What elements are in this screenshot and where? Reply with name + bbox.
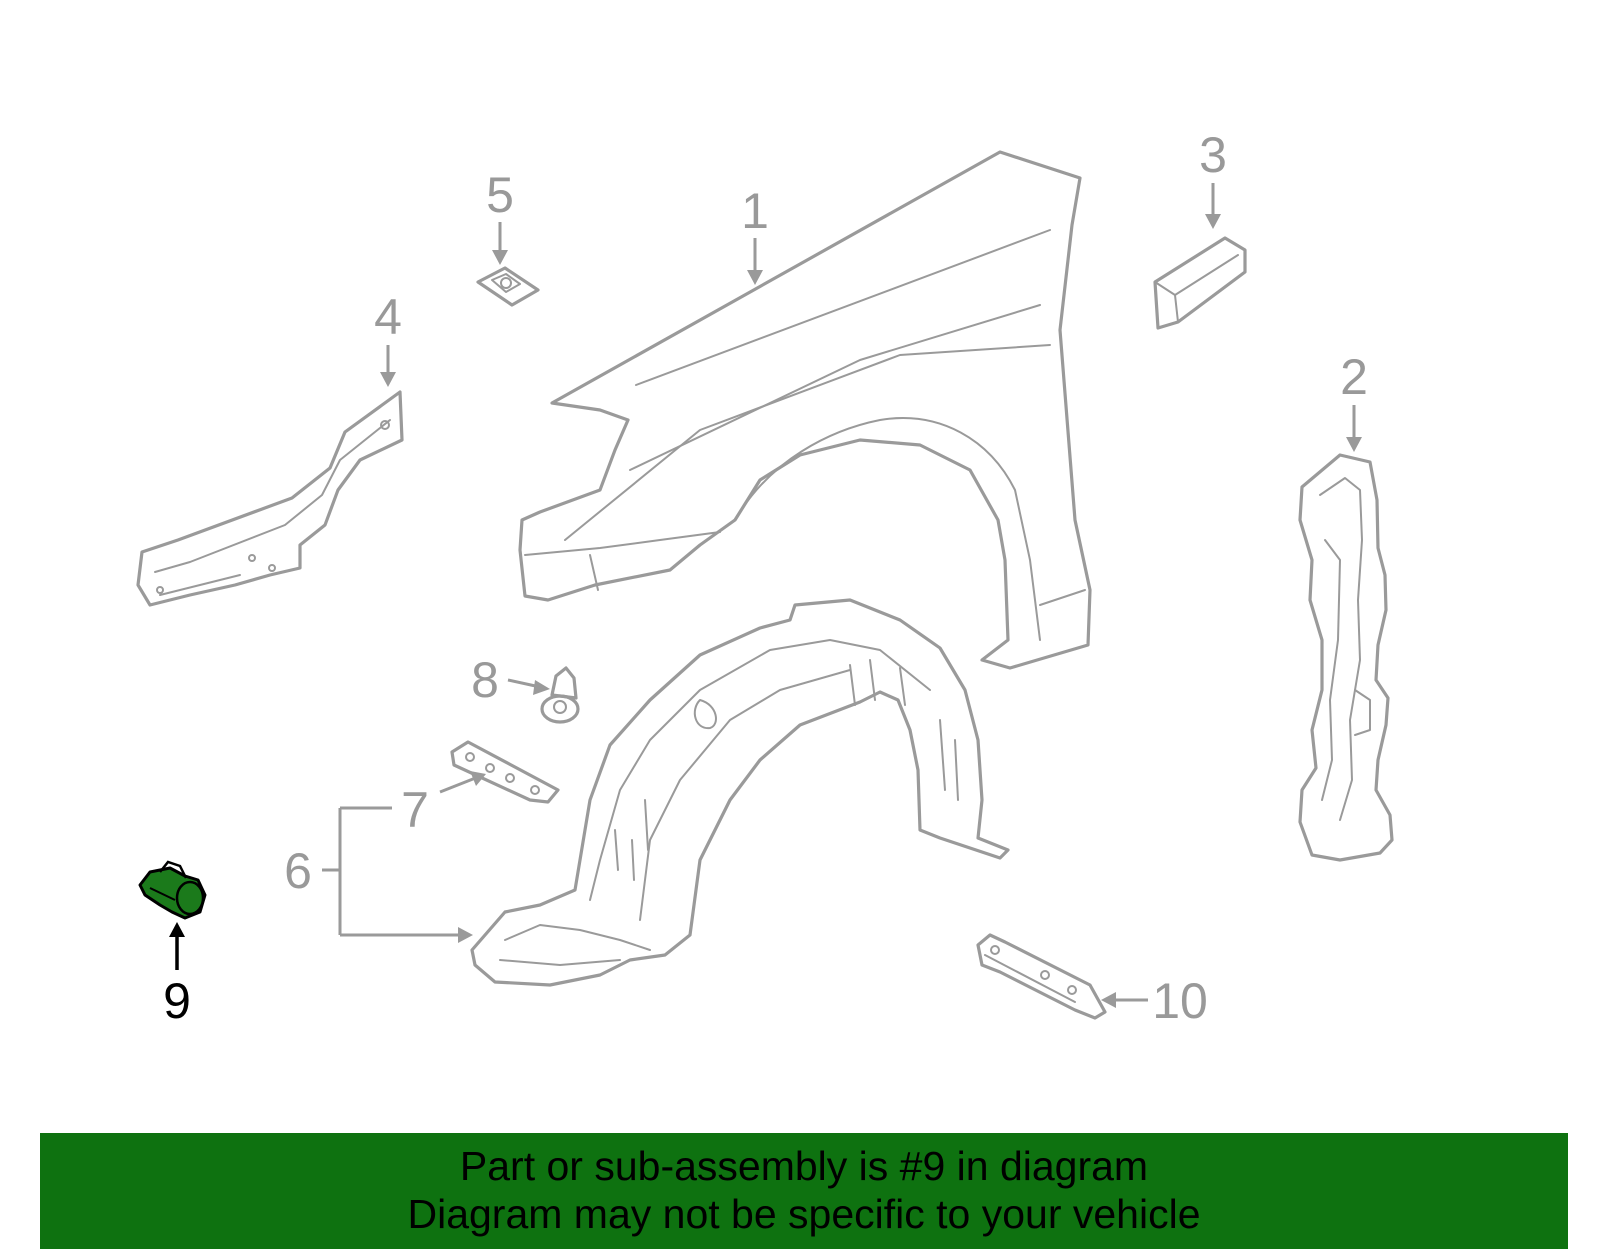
- part-6-liner[interactable]: [470, 598, 1010, 987]
- banner-line-disclaimer: Diagram may not be specific to your vehi…: [407, 1191, 1201, 1237]
- callout-6[interactable]: 6: [284, 843, 312, 899]
- part-4-rail[interactable]: [136, 390, 404, 607]
- callout-3[interactable]: 3: [1199, 127, 1227, 183]
- part-8-pushclip[interactable]: [540, 666, 580, 724]
- callout-2[interactable]: 2: [1340, 349, 1368, 405]
- part-5-clip[interactable]: [476, 266, 540, 307]
- leader-lines: [169, 183, 1362, 1008]
- part-2-bracket[interactable]: [1298, 453, 1394, 862]
- callout-9[interactable]: 9: [163, 973, 191, 1029]
- callout-1[interactable]: 1: [741, 183, 769, 239]
- info-banner: Part or sub-assembly is #9 in diagram Di…: [40, 1133, 1568, 1249]
- part-10-bracket[interactable]: [976, 933, 1107, 1020]
- callout-10[interactable]: 10: [1152, 973, 1208, 1029]
- parts-diagram: 1 2 3 4 5 6 7 8 9 10: [136, 127, 1394, 1029]
- callout-8[interactable]: 8: [471, 652, 499, 708]
- callout-4[interactable]: 4: [374, 289, 402, 345]
- part-3-block[interactable]: [1153, 236, 1247, 330]
- part-1-fender[interactable]: [518, 150, 1092, 670]
- callout-labels: 1 2 3 4 5 6 7 8 9 10: [163, 127, 1368, 1029]
- banner-line-part: Part or sub-assembly is #9 in diagram: [459, 1143, 1149, 1189]
- callout-7[interactable]: 7: [401, 782, 429, 838]
- part-7-bracket[interactable]: [450, 740, 560, 804]
- part-9-clip-highlighted[interactable]: [138, 860, 207, 920]
- callout-5[interactable]: 5: [486, 167, 514, 223]
